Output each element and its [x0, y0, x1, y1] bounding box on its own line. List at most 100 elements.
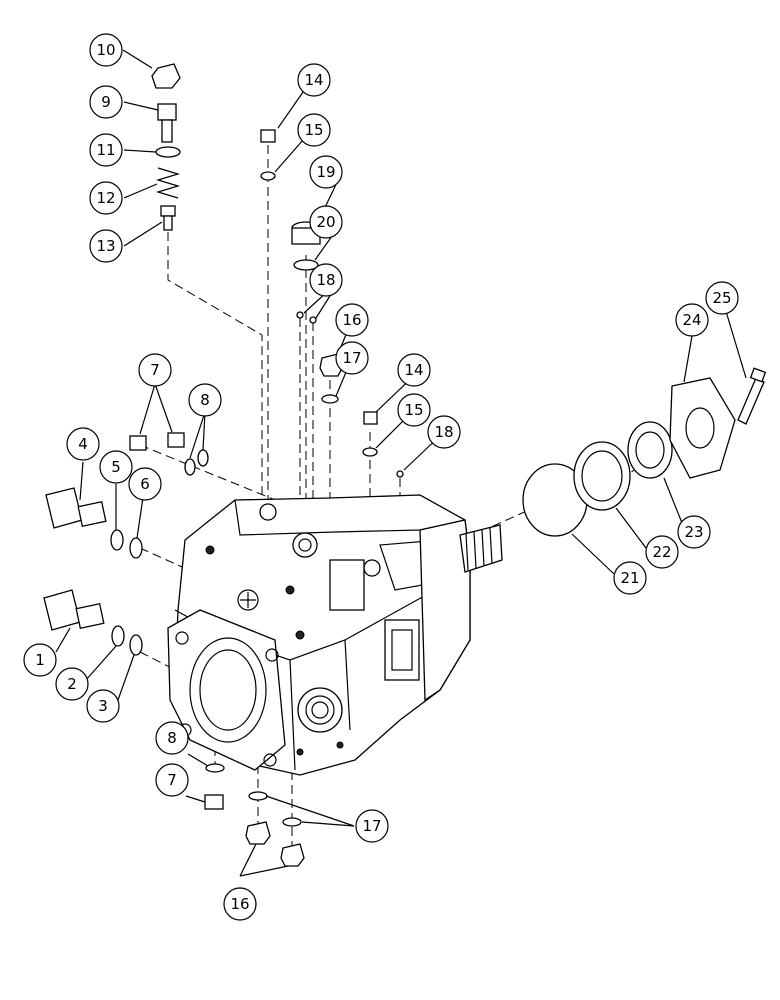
callout-11: 11	[89, 133, 123, 167]
callout-circle	[309, 263, 343, 297]
callout-circle	[89, 33, 123, 67]
part-17-seal-bottom-a	[248, 791, 268, 801]
callout-number: 19	[316, 163, 335, 181]
part-10-nut	[151, 63, 181, 89]
callout-circle	[335, 303, 369, 337]
part-13-poppet-head	[160, 205, 176, 217]
part-12-spring	[155, 167, 181, 199]
callout-number: 10	[96, 41, 115, 59]
part-8-seal-b	[197, 449, 209, 467]
callout-5: 5	[99, 450, 133, 484]
callout-circle	[99, 450, 133, 484]
callout-circle	[23, 643, 57, 677]
part-17-seal-top	[321, 394, 339, 404]
part-18-ball-c	[396, 470, 404, 478]
callout-16: 16	[335, 303, 369, 337]
callout-number: 8	[167, 729, 177, 747]
callout-circle	[155, 763, 189, 797]
part-13-poppet-stem	[163, 215, 173, 231]
part-8-seal-a	[184, 458, 196, 476]
callout-number: 23	[684, 523, 703, 541]
callout-number: 22	[652, 543, 671, 561]
callout-circle	[335, 341, 369, 375]
callout-18: 18	[309, 263, 343, 297]
callout-circle	[309, 155, 343, 189]
callout-circle	[645, 535, 679, 569]
callout-number: 14	[304, 71, 323, 89]
part-15-seal-mid	[362, 447, 378, 457]
callout-number: 3	[98, 697, 108, 715]
callout-number: 11	[96, 141, 115, 159]
callout-number: 7	[167, 771, 177, 789]
callout-number: 16	[230, 895, 249, 913]
callout-number: 15	[304, 121, 323, 139]
callout-9: 9	[89, 85, 123, 119]
callout-23: 23	[677, 515, 711, 549]
callout-14: 14	[297, 63, 331, 97]
part-23-ring	[627, 421, 673, 479]
callout-4: 4	[66, 427, 100, 461]
part-2-seal	[111, 625, 125, 647]
callout-number: 16	[342, 311, 361, 329]
callout-17: 17	[355, 809, 389, 843]
callout-circle	[397, 393, 431, 427]
callout-circle	[613, 561, 647, 595]
part-1-valve	[43, 589, 81, 631]
part-4-valve	[45, 487, 83, 529]
callout-circle	[297, 113, 331, 147]
callout-number: 20	[316, 213, 335, 231]
callout-number: 13	[96, 237, 115, 255]
callout-circle	[705, 281, 739, 315]
part-11-seal	[155, 146, 181, 158]
callout-8: 8	[155, 721, 189, 755]
part-17-seal-bottom-b	[282, 817, 302, 827]
callout-3: 3	[86, 689, 120, 723]
callout-18: 18	[427, 415, 461, 449]
callout-7: 7	[155, 763, 189, 797]
callout-number: 15	[404, 401, 423, 419]
pump-housing	[167, 494, 503, 776]
part-24-retaining-plate	[669, 377, 736, 479]
callout-number: 1	[35, 651, 45, 669]
callout-14: 14	[397, 353, 431, 387]
callout-16: 16	[223, 887, 257, 921]
callout-number: 18	[316, 271, 335, 289]
callout-22: 22	[645, 535, 679, 569]
callout-17: 17	[335, 341, 369, 375]
callout-circle	[66, 427, 100, 461]
callout-15: 15	[297, 113, 331, 147]
callout-circle	[675, 303, 709, 337]
callout-circle	[309, 205, 343, 239]
part-14-plug-top	[260, 129, 276, 143]
callout-circle	[677, 515, 711, 549]
callout-19: 19	[309, 155, 343, 189]
callout-number: 5	[111, 458, 121, 476]
part-9-screw-head	[157, 103, 177, 121]
callout-number: 7	[150, 361, 160, 379]
part-16-plug-bottom-a	[245, 821, 271, 845]
callout-circle	[355, 809, 389, 843]
part-18-ball-b	[309, 316, 317, 324]
callout-number: 18	[434, 423, 453, 441]
callout-number: 24	[682, 311, 701, 329]
callout-8: 8	[188, 383, 222, 417]
callout-number: 2	[67, 675, 77, 693]
part-15-seal-top	[260, 171, 276, 181]
callout-circle	[89, 85, 123, 119]
callout-circle	[86, 689, 120, 723]
callout-circle	[89, 229, 123, 263]
callout-circle	[397, 353, 431, 387]
callout-circle	[55, 667, 89, 701]
callout-7: 7	[138, 353, 172, 387]
part-14-plug-mid	[363, 411, 378, 425]
part-20-seal	[293, 259, 319, 271]
part-8-seal-bottom	[205, 763, 225, 773]
callout-circle	[89, 133, 123, 167]
callout-circle	[188, 383, 222, 417]
callout-circle	[223, 887, 257, 921]
callout-1: 1	[23, 643, 57, 677]
callout-13: 13	[89, 229, 123, 263]
part-3-seal	[129, 634, 143, 656]
callout-24: 24	[675, 303, 709, 337]
